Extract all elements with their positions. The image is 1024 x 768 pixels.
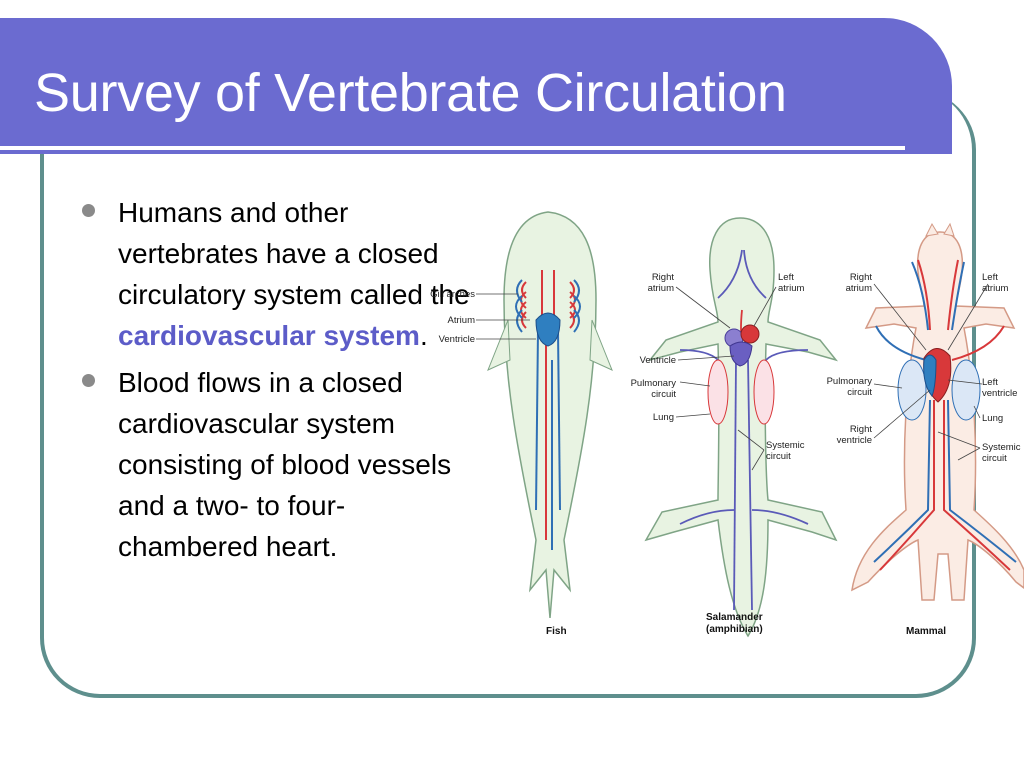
mammal-caption: Mammal [906, 626, 946, 637]
mammal-label-pulmonary: Pulmonary [827, 376, 873, 387]
circulation-figure: Gill arches Atrium Ventricle Fish Right [430, 211, 1024, 638]
slide-title: Survey of Vertebrate Circulation [34, 63, 787, 123]
salamander-label-pulmonary-2: circuit [651, 389, 676, 400]
mammal-label-left-ventricle: Left [982, 377, 998, 388]
bullet-dot [82, 204, 95, 217]
salamander-label-pulmonary: Pulmonary [631, 378, 677, 389]
mammal-label-systemic: Systemic [982, 442, 1021, 453]
bullet-text: Humans and other vertebrates have a clos… [118, 197, 470, 310]
fish-diagram: Gill arches Atrium Ventricle Fish [430, 211, 613, 637]
mammal-label-right-ventricle: Right [850, 424, 873, 435]
mammal-label-left-atrium-2: atrium [982, 283, 1008, 294]
salamander-label-ventricle: Ventricle [640, 355, 676, 366]
mammal-label-right-atrium-2: atrium [846, 283, 872, 294]
mammal-diagram: Right atrium Left atrium Pulmonary circu… [827, 222, 1024, 637]
mammal-label-systemic-2: circuit [982, 453, 1007, 464]
salamander-label-lung: Lung [653, 412, 674, 423]
title-underline [0, 146, 905, 150]
salamander-label-right-atrium: Right [652, 272, 675, 283]
fish-label-ventricle: Ventricle [439, 334, 475, 345]
bullet-dot [82, 374, 95, 387]
mammal-label-left-ventricle-2: ventricle [982, 388, 1017, 399]
fish-label-atrium: Atrium [448, 315, 476, 326]
mammal-label-right-atrium: Right [850, 272, 873, 283]
salamander-caption: Salamander [706, 612, 763, 623]
mammal-label-left-atrium: Left [982, 272, 998, 283]
title-bar: Survey of Vertebrate Circulation [0, 18, 952, 154]
mammal-label-right-ventricle-2: ventricle [837, 435, 872, 446]
salamander-diagram: Right atrium Left atrium Ventricle Pulmo… [631, 217, 839, 638]
salamander-label-systemic-2: circuit [766, 451, 791, 462]
fish-label-gill-arches: Gill arches [430, 289, 475, 300]
bullet-item-1: Humans and other vertebrates have a clos… [78, 192, 478, 356]
mammal-label-pulmonary-2: circuit [847, 387, 872, 398]
mammal-label-lung: Lung [982, 413, 1003, 424]
salamander-label-left-atrium: Left [778, 272, 794, 283]
salamander-label-left-atrium-2: atrium [778, 283, 804, 294]
salamander-label-systemic: Systemic [766, 440, 805, 451]
bullet-text: Blood flows in a closed cardiovascular s… [118, 367, 452, 562]
bullet-list: Humans and other vertebrates have a clos… [78, 192, 478, 573]
fish-caption: Fish [546, 626, 567, 637]
salamander-label-right-atrium-2: atrium [648, 283, 674, 294]
bullet-text-end: . [419, 320, 428, 351]
bullet-item-2: Blood flows in a closed cardiovascular s… [78, 362, 478, 567]
bullet-emphasis: cardiovascular system [118, 320, 420, 351]
salamander-caption-2: (amphibian) [706, 624, 763, 635]
